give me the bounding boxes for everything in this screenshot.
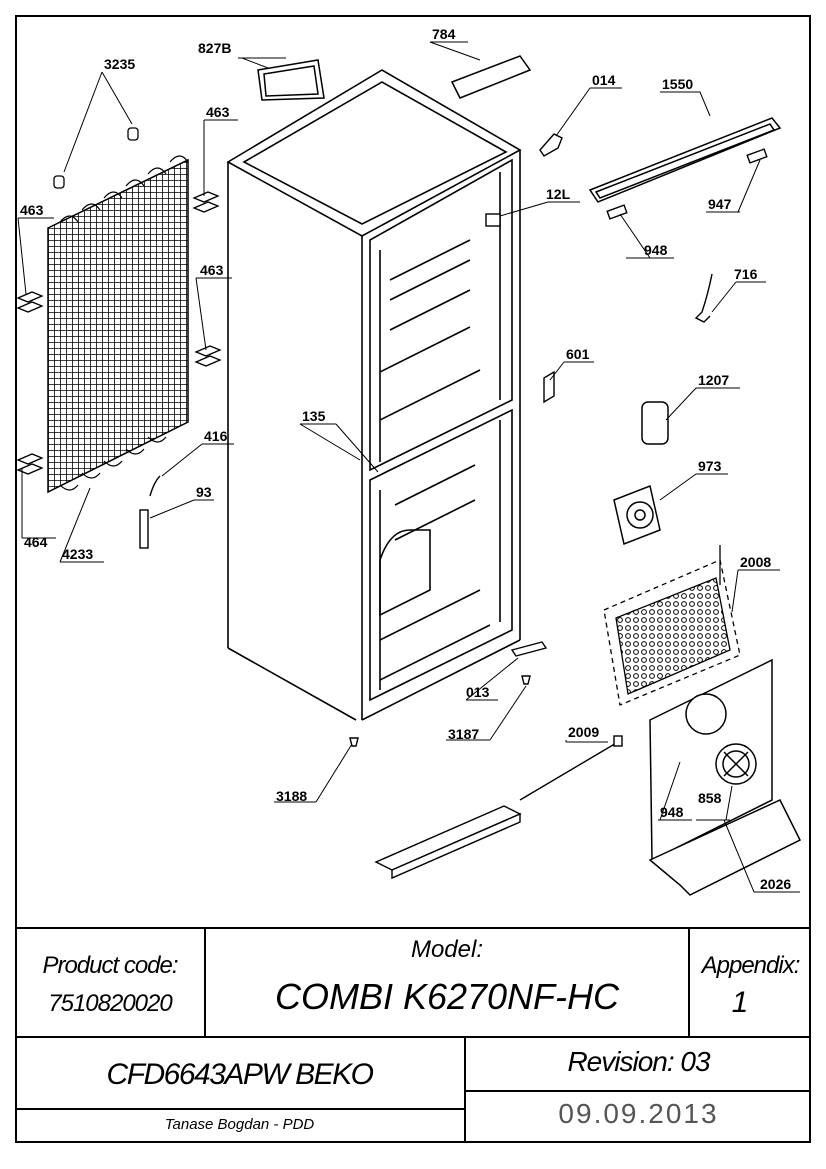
- part-label: 014: [592, 72, 616, 88]
- part-label: 601: [566, 346, 590, 362]
- part-label: 1207: [698, 372, 730, 388]
- title-divider: [688, 927, 690, 1036]
- feet: [349, 675, 531, 747]
- title-divider: [15, 1108, 464, 1110]
- part-label: 3188: [276, 788, 308, 804]
- part-label: 464: [24, 534, 48, 550]
- appendix-number: 1: [731, 986, 749, 1019]
- fan-973: [613, 484, 661, 546]
- refrigerator-cabinet: [226, 69, 522, 721]
- part-label: 948: [660, 804, 684, 820]
- part-label: 827B: [198, 40, 232, 56]
- top-parts: [257, 55, 532, 101]
- part-label: 2008: [740, 554, 772, 570]
- leader-lines: [17, 41, 800, 893]
- appendix-label: Appendix:: [701, 952, 801, 979]
- title-block: [15, 927, 811, 1143]
- condenser-coil: [47, 155, 189, 494]
- part-label: 716: [734, 266, 758, 282]
- module-1207: [641, 401, 669, 445]
- product-code-label: Product code:: [42, 952, 178, 979]
- coil-brackets: [16, 191, 222, 475]
- small-parts: [485, 148, 768, 657]
- title-divider: [464, 1036, 466, 1143]
- part-label: 135: [302, 408, 326, 424]
- part-label: 416: [204, 428, 228, 444]
- revision: Revision: 03: [567, 1046, 710, 1077]
- part-label: 973: [698, 458, 722, 474]
- rear-panel-2026: [648, 658, 802, 896]
- evaporator-2008: [603, 545, 741, 706]
- drain-tray-2009: [374, 735, 623, 880]
- tubes-416-93: [139, 475, 161, 549]
- part-label: 2026: [760, 876, 792, 892]
- part-label: 1550: [662, 76, 694, 92]
- handle-1550: [588, 117, 782, 203]
- hinge-014: [539, 133, 563, 157]
- title-divider: [15, 1036, 811, 1038]
- part-label: 12L: [546, 186, 571, 202]
- product-name: CFD6643APW BEKO: [106, 1058, 374, 1091]
- title-divider: [204, 927, 206, 1036]
- part-label: 463: [20, 202, 44, 218]
- part-label: 3187: [448, 726, 480, 742]
- model-name: COMBI K6270NF-HC: [274, 976, 620, 1017]
- part-label: 948: [644, 242, 668, 258]
- part-label: 463: [206, 104, 230, 120]
- part-label: 2009: [568, 724, 600, 740]
- part-label: 4233: [62, 546, 94, 562]
- part-label: 858: [698, 790, 722, 806]
- product-code: 7510820020: [48, 990, 172, 1017]
- part-label: 947: [708, 196, 732, 212]
- caps-3235: [53, 127, 139, 189]
- drawing-frame: [15, 15, 811, 1143]
- model-label: Model:: [410, 936, 484, 963]
- part-label: 013: [466, 684, 490, 700]
- part-label: 463: [200, 262, 224, 278]
- part-label: 3235: [104, 56, 136, 72]
- title-divider: [464, 1090, 811, 1092]
- date: 09.09.2013: [558, 1098, 719, 1129]
- part-label: 784: [432, 26, 456, 42]
- author: Tanase Bogdan - PDD: [164, 1116, 315, 1133]
- part-label: 93: [196, 484, 212, 500]
